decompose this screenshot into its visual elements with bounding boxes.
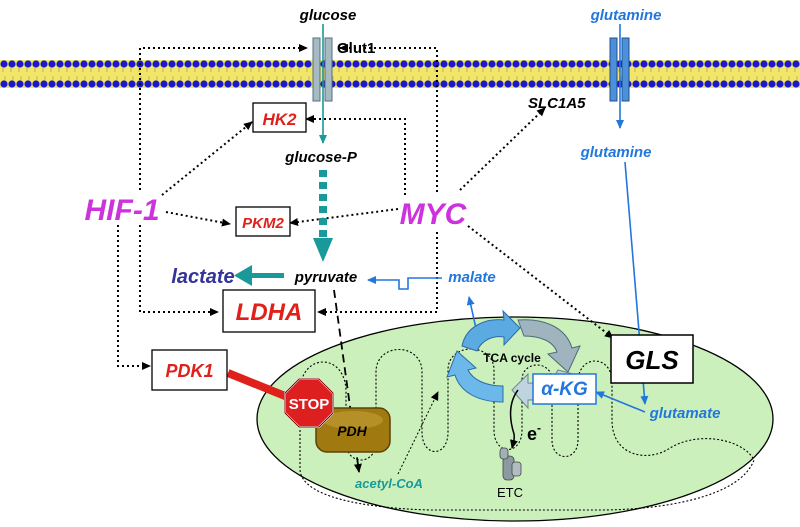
electron-superscript: - [537, 421, 541, 435]
acetylcoa-to-tca-arrow [397, 391, 439, 475]
myc-to-slc1a5-arrow [459, 107, 546, 191]
glutamate-label: glutamate [649, 405, 721, 422]
gls-box [610, 334, 694, 384]
pyruvate-label: pyruvate [294, 269, 358, 286]
gls-label: GLS [625, 345, 679, 375]
plasma-membrane [0, 60, 800, 88]
pkm2-box [235, 206, 291, 237]
tca-arrow-top-left [461, 309, 521, 352]
stop-label: STOP [289, 396, 330, 413]
myc-to-pkm2-arrow [289, 208, 399, 226]
slc1a5-transporter [609, 37, 630, 102]
glutamine-inner-label: glutamine [580, 144, 652, 161]
electron-label: e- [527, 421, 541, 444]
etc-label: ETC [497, 485, 523, 500]
acetyl-coa-label: acetyl-CoA [355, 476, 423, 491]
hif1-to-glut1-arrow [139, 44, 308, 190]
tca-arrow-bottom-left [446, 350, 504, 403]
glut1-label: Glut1 [337, 40, 375, 57]
myc-to-gls-arrow [467, 225, 614, 339]
glutamine-top-label: glutamine [590, 7, 662, 24]
stop-sign-icon [284, 378, 334, 428]
myc-to-ldha-arrow [317, 232, 438, 316]
ldha-label: LDHA [236, 299, 303, 326]
pdh-label: PDH [337, 423, 367, 439]
slc1a5-label: SLC1A5 [528, 95, 586, 112]
myc-to-hk2-arrow [305, 115, 406, 195]
malate-to-pyruvate-arrow [367, 276, 442, 290]
glycolysis-arrowhead [313, 238, 333, 262]
glucose-p-label: glucose-P [284, 149, 358, 166]
hk2-label: HK2 [262, 110, 297, 129]
electron-letter: e [527, 424, 537, 444]
tca-cycle-label: TCA cycle [483, 351, 541, 365]
hif1-to-pdk1-arrow [117, 225, 151, 370]
etc-complex-icon [499, 447, 522, 481]
mitochondria-cristae [299, 348, 755, 511]
malate-label: malate [448, 269, 496, 286]
regulatory-arrows [117, 44, 614, 370]
hk2-box [252, 102, 307, 133]
akg-label: α-KG [541, 379, 588, 400]
hif1-to-pkm2-arrow [165, 211, 231, 227]
tca-arrow-top-right [517, 319, 581, 373]
pdk1-label: PDK1 [165, 361, 213, 381]
glucose-label: glucose [299, 7, 357, 24]
glutamate-to-akg-arrow [595, 391, 646, 413]
glut1-transporter [312, 37, 333, 102]
pdh-complex [315, 407, 391, 453]
hif1-to-hk2-arrow [161, 121, 253, 196]
pkm2-label: PKM2 [242, 215, 284, 232]
pdk1-box [151, 349, 228, 391]
pyruvate-to-acetylcoa-arrow [333, 289, 362, 473]
pdk1-inhibition-bar [226, 369, 297, 404]
akg-box [532, 373, 597, 405]
lactate-label: lactate [171, 266, 234, 288]
pyruvate-to-lactate-arrow [234, 265, 284, 286]
ldha-box [222, 289, 316, 333]
electron-to-etc-arrow [509, 389, 519, 449]
hif1-label: HIF-1 [85, 194, 160, 227]
myc-label: MYC [400, 198, 468, 231]
hif1-to-ldha-arrow [139, 225, 219, 316]
